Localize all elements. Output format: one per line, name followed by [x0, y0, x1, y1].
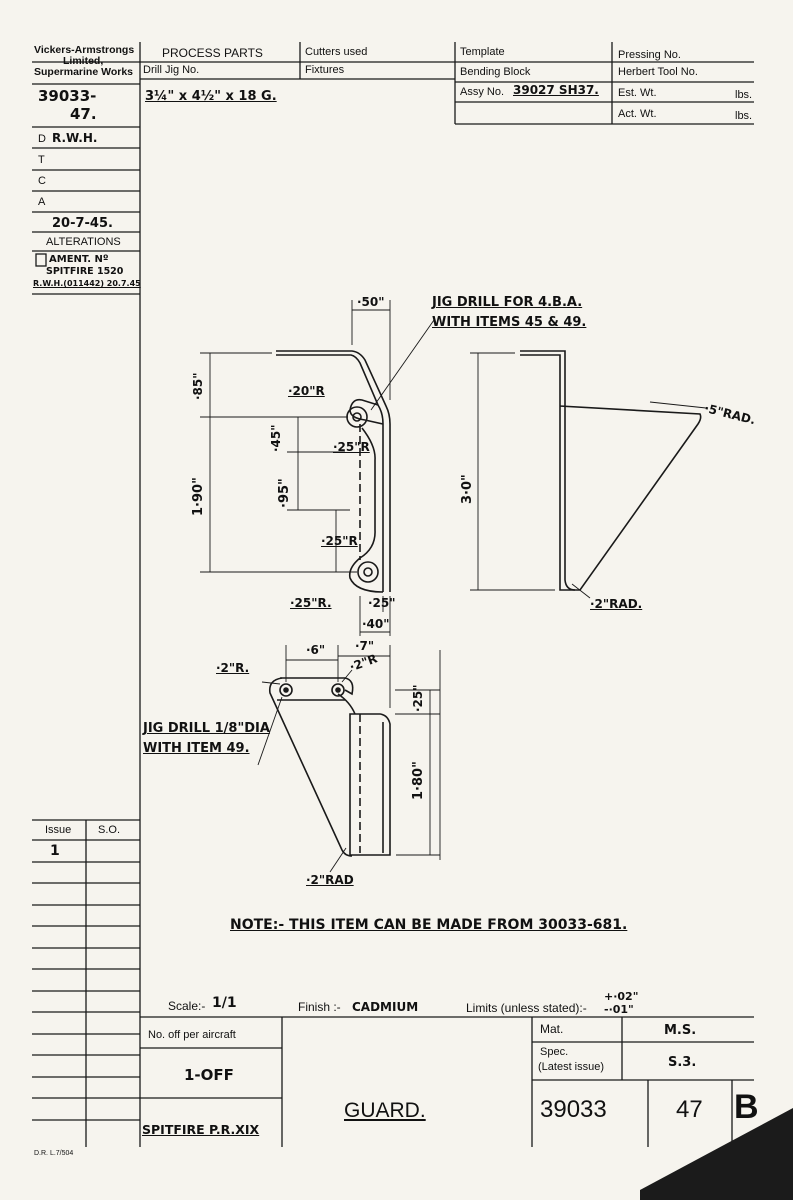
company-line-3: Supermarine Works — [34, 66, 134, 78]
mat-label: Mat. — [540, 1022, 564, 1036]
process-parts-label: PROCESS PARTS — [162, 46, 263, 60]
so-label: S.O. — [98, 824, 121, 836]
dim-6: ·6" — [306, 643, 326, 657]
issue-letter: B — [734, 1088, 759, 1126]
dim-25r-a: ·25"R — [333, 440, 370, 454]
off-value: 1-OFF — [184, 1066, 234, 1084]
dim-25r-b: ·25"R — [321, 534, 358, 548]
issue-value: 1 — [50, 843, 60, 859]
act-wt-label: Act. Wt. — [618, 108, 657, 120]
dim-30: 3·0" — [460, 474, 475, 504]
scale-value: 1/1 — [212, 995, 237, 1011]
spec-label: Spec. — [540, 1046, 569, 1058]
finish-label: Finish :- — [298, 1000, 341, 1014]
est-wt-label: Est. Wt. — [618, 87, 657, 99]
spec-sub: (Latest issue) — [538, 1061, 605, 1073]
t-label: T — [38, 154, 45, 166]
amend-label: AMENT. Nº — [49, 254, 109, 265]
amend-ref: SPITFIRE 1520 — [46, 266, 124, 277]
assy-value: 39027 SH37. — [513, 83, 599, 97]
a-label: A — [38, 196, 46, 208]
c-label: C — [38, 175, 46, 187]
dim-40: ·40" — [362, 617, 390, 631]
drawing-no-b: 47. — [70, 105, 97, 123]
date-value: 20-7-45. — [52, 216, 113, 231]
template-label: Template — [460, 46, 505, 58]
dim-180: 1·80" — [411, 761, 426, 800]
dim-2rad-a: ·2"RAD. — [590, 597, 643, 611]
fixtures-label: Fixtures — [305, 64, 345, 76]
limits-plus: +·02" — [604, 990, 639, 1003]
lbs-label-2: lbs. — [735, 110, 753, 122]
drill-jig-label: Drill Jig No. — [143, 64, 200, 76]
item-number: 47 — [676, 1096, 703, 1123]
jig-note-2b: WITH ITEM 49. — [143, 741, 250, 756]
jig-note-1a: JIG DRILL FOR 4.B.A. — [432, 295, 583, 310]
dim-25: ·25" — [368, 596, 396, 610]
dim-190: 1·90" — [191, 477, 206, 516]
material-size: 3¼" x 4½" x 18 G. — [145, 89, 277, 104]
assy-label: Assy No. — [460, 86, 505, 98]
d-label: D — [38, 133, 46, 145]
company-line-1: Vickers-Armstrongs — [34, 44, 135, 56]
no-off-label: No. off per aircraft — [148, 1029, 236, 1041]
form-number: D.R. L.7/504 — [34, 1150, 74, 1157]
drawing-number: 39033 — [540, 1096, 607, 1123]
limits-label: Limits (unless stated):- — [466, 1001, 587, 1015]
scale-label: Scale:- — [168, 999, 206, 1013]
drawing-no-a: 39033- — [38, 87, 97, 105]
dim-2r-a: ·2"R. — [216, 661, 250, 675]
dim-50: ·50" — [357, 295, 385, 309]
cutters-label: Cutters used — [305, 46, 368, 58]
dim-7: ·7" — [355, 639, 375, 653]
part-title: GUARD. — [344, 1099, 426, 1122]
lbs-label-1: lbs. — [735, 89, 753, 101]
dim-25r-c: ·25"R. — [290, 596, 332, 610]
jig-note-1b: WITH ITEMS 45 & 49. — [432, 315, 587, 330]
finish-value: CADMIUM — [352, 1000, 419, 1014]
limits-minus: -·01" — [604, 1003, 634, 1016]
dim-25-b: ·25" — [411, 684, 425, 712]
dim-20r: ·20"R — [288, 384, 325, 398]
dim-2rad-b: ·2"RAD — [306, 873, 354, 887]
herbert-label: Herbert Tool No. — [618, 66, 698, 78]
company-line-2: Limited, — [63, 55, 104, 67]
dim-95: ·95" — [277, 478, 292, 508]
d-value: R.W.H. — [52, 131, 98, 145]
alterations-label: ALTERATIONS — [46, 236, 121, 248]
dim-45: ·45" — [269, 424, 283, 452]
mat-value: M.S. — [664, 1023, 697, 1038]
jig-note-2a: JIG DRILL 1/8"DIA — [143, 721, 270, 736]
amend-sign: R.W.H.(011442) 20.7.45 — [33, 279, 141, 288]
spec-value: S.3. — [668, 1055, 697, 1070]
bending-block-label: Bending Block — [460, 66, 531, 78]
issue-label: Issue — [45, 824, 72, 836]
main-note: NOTE:- THIS ITEM CAN BE MADE FROM 30033-… — [230, 917, 628, 933]
dim-85: ·85" — [191, 372, 205, 400]
aircraft-label: SPITFIRE P.R.XIX — [142, 1122, 260, 1137]
pressing-label: Pressing No. — [618, 49, 681, 61]
